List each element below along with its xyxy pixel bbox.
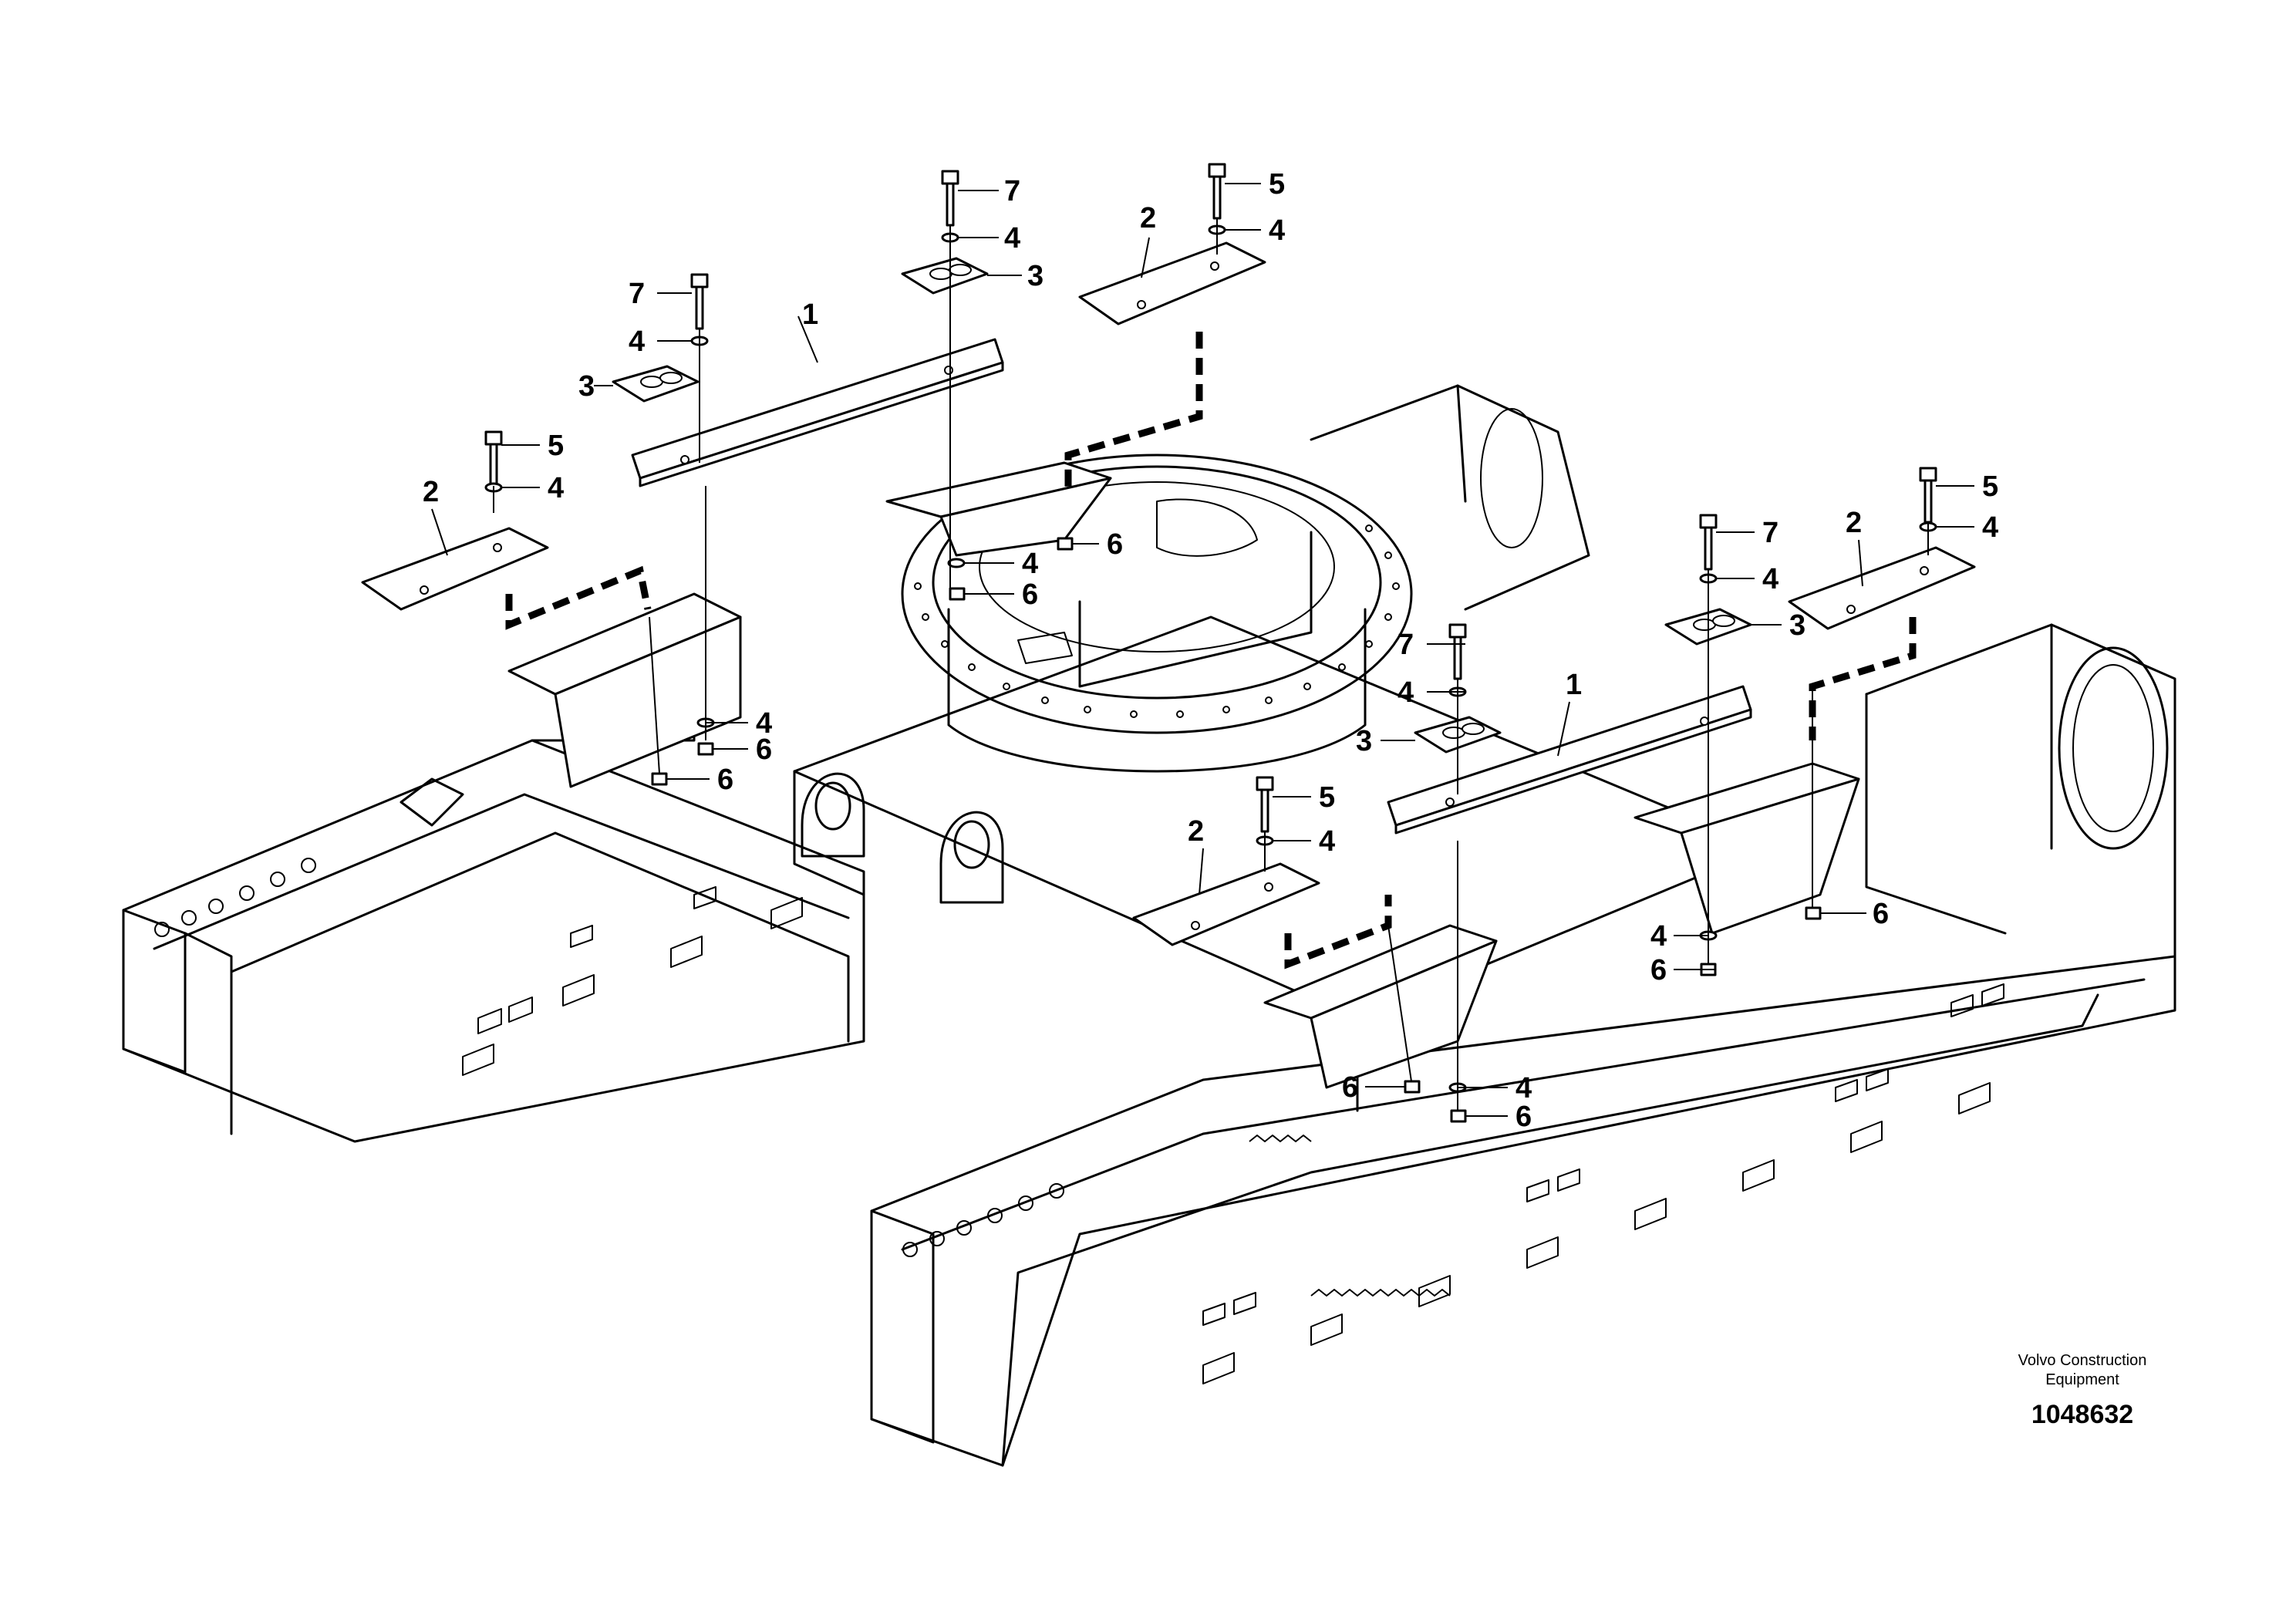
callout-4: 4	[548, 472, 564, 504]
callout-4: 4	[1397, 676, 1414, 709]
callout-6: 6	[717, 764, 733, 796]
callout-5: 5	[1982, 470, 1998, 503]
callout-4: 4	[1004, 222, 1020, 255]
callout-3: 3	[1027, 260, 1043, 292]
callout-1: 1	[802, 298, 818, 331]
callout-4: 4	[629, 325, 645, 358]
callout-6: 6	[1650, 954, 1667, 986]
callout-4: 4	[1269, 214, 1285, 247]
callout-4: 4	[1982, 511, 1998, 544]
callout-3: 3	[578, 370, 595, 403]
callout-3: 3	[1789, 609, 1805, 642]
callout-2: 2	[423, 476, 439, 508]
callout-6: 6	[1107, 528, 1123, 561]
callout-7: 7	[1762, 517, 1778, 549]
callout-5: 5	[1319, 781, 1335, 814]
callout-2: 2	[1188, 815, 1204, 848]
callout-labels: 7 4 3 1 2 5 4 7 4 3 5 4 2 6 4 6 4 6 6 5 …	[423, 168, 1998, 1133]
callout-4: 4	[1515, 1072, 1532, 1104]
leader-lines	[431, 183, 1974, 1117]
mounting-brackets	[507, 461, 1860, 1089]
callout-6: 6	[756, 733, 772, 766]
callout-3: 3	[1356, 725, 1372, 757]
brand-line-2: Equipment	[2045, 1371, 2119, 1388]
callout-7: 7	[629, 278, 645, 310]
callout-2: 2	[1140, 202, 1156, 234]
callout-6: 6	[1342, 1071, 1358, 1104]
callout-7: 7	[1004, 175, 1020, 207]
callout-4: 4	[1319, 825, 1335, 858]
callout-4: 4	[1650, 920, 1667, 953]
manufacturer-block: Volvo Construction Equipment 1048632	[2018, 1352, 2147, 1429]
callout-4: 4	[1022, 548, 1038, 580]
callout-1: 1	[1566, 669, 1582, 701]
callout-5: 5	[548, 430, 564, 462]
callout-7: 7	[1397, 629, 1414, 661]
callout-5: 5	[1269, 168, 1285, 201]
callout-6: 6	[1515, 1101, 1532, 1133]
callout-4: 4	[756, 707, 772, 740]
document-number: 1048632	[2031, 1400, 2133, 1429]
brand-line-1: Volvo Construction	[2018, 1352, 2147, 1369]
callout-2: 2	[1846, 507, 1862, 539]
callout-6: 6	[1873, 898, 1889, 930]
plates	[361, 241, 1976, 946]
fasteners	[484, 163, 1937, 1123]
callout-4: 4	[1762, 563, 1778, 595]
callout-6: 6	[1022, 578, 1038, 611]
